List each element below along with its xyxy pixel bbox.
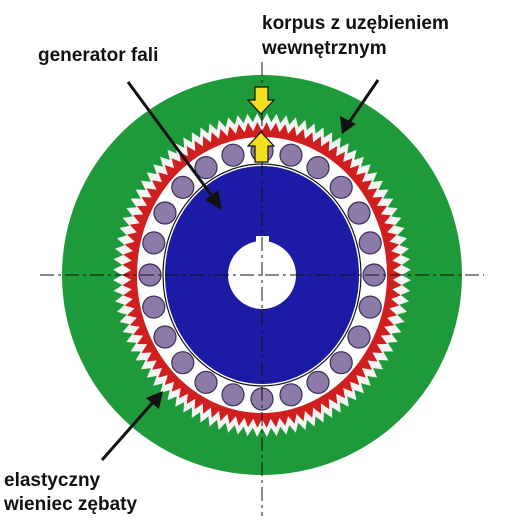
bearing-ball <box>194 156 218 180</box>
bearing-ball <box>194 370 218 394</box>
bearing-ball <box>221 383 245 407</box>
bearing-ball <box>221 143 245 167</box>
label-housing-line2: wewnętrznym <box>262 38 387 59</box>
bearing-ball <box>329 175 353 199</box>
bearing-ball <box>279 383 303 407</box>
bearing-ball <box>306 370 330 394</box>
bearing-ball <box>171 175 195 199</box>
label-flexspline-line1: elastyczny <box>4 470 101 491</box>
bearing-ball <box>142 295 166 319</box>
bearing-ball <box>347 201 371 225</box>
bearing-ball <box>347 325 371 349</box>
leader-arrow-generator <box>126 81 222 210</box>
bearing-ball <box>279 143 303 167</box>
bearing-ball <box>142 231 166 255</box>
yellow-arrow-up <box>246 131 276 163</box>
bearing-ball <box>171 351 195 375</box>
bearing-ball <box>358 295 382 319</box>
bearing-ball <box>329 351 353 375</box>
leader-arrow-korpus <box>340 79 380 134</box>
bearing-ball <box>306 156 330 180</box>
leader-arrow-wieniec <box>100 391 163 461</box>
yellow-arrow-down <box>246 86 276 115</box>
bearing-ball <box>153 201 177 225</box>
bearing-balls <box>138 139 386 411</box>
label-flexspline-line2: wieniec zębaty <box>4 494 138 515</box>
bearing-ball <box>153 325 177 349</box>
label-wave-generator: generator fali <box>38 45 159 66</box>
bearing-ball <box>358 231 382 255</box>
label-housing-line1: korpus z uzębieniem <box>262 13 449 34</box>
